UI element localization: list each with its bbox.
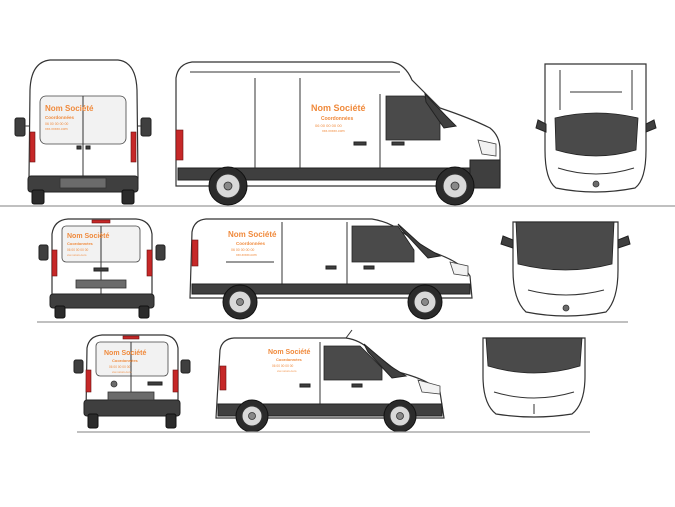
decal-phone: 06 00 00 00 00 <box>315 123 342 128</box>
headlight <box>477 139 497 157</box>
decal-phone: 06 00 00 00 00 <box>109 365 130 369</box>
decal-company: Nom Société <box>228 230 277 239</box>
decal-company: Nom Société <box>268 349 311 356</box>
small-van-rear-view: Nom Société Coordonnées 06 00 00 00 00 x… <box>73 334 191 429</box>
cab-window <box>323 345 383 381</box>
decal-web: xxx.xxxxx.com <box>112 370 132 374</box>
decal-phone: 06 00 00 00 00 <box>272 364 293 368</box>
medium-van-rear-view: Nom Société Coordonnées 06 00 00 00 00 x… <box>38 218 166 319</box>
right-mirror <box>140 117 152 137</box>
decal-web: xxx.xxxxx.com <box>45 127 68 131</box>
medium-van-side-view: Nom Société Coordonnées 06 00 00 00 00 x… <box>189 218 473 320</box>
decal-phone: 06 00 00 00 00 <box>67 248 88 252</box>
windshield <box>554 112 639 157</box>
decal-company: Nom Société <box>311 103 366 113</box>
small-van-side-view: Nom Société Coordonnées 06 00 00 00 00 x… <box>215 329 445 433</box>
rear-door-panel <box>95 341 169 377</box>
decal-company: Nom Société <box>67 233 110 240</box>
cab-window <box>385 95 441 141</box>
small-van-top-view <box>482 337 586 418</box>
decal-company: Nom Société <box>104 350 147 357</box>
decal-company: Nom Société <box>45 104 94 113</box>
decal-details: Coordonnées <box>276 357 303 362</box>
rear-light <box>175 129 184 161</box>
windshield <box>515 221 615 271</box>
medium-van-top-view <box>500 221 631 317</box>
side-strip <box>191 283 471 295</box>
cab-window <box>351 225 415 263</box>
large-van-top-view <box>535 63 657 193</box>
decal-details: Coordonnées <box>45 115 74 120</box>
decal-details: Coordonnées <box>112 358 139 363</box>
decal-phone: 06 00 00 00 00 <box>45 122 68 126</box>
large-van-side-view: Nom Société Coordonnées 06 00 00 00 00 x… <box>175 61 501 206</box>
decal-details: Coordonnées <box>236 241 265 246</box>
decal-details: Coordonnées <box>67 241 94 246</box>
decal-web: xxx.xxxxx.com <box>322 129 345 133</box>
decal-details: Coordonnées <box>321 116 353 122</box>
decal-web: xxx.xxxxx.com <box>236 253 257 257</box>
rear-light-left <box>29 131 36 163</box>
decal-web: xxx.xxxxx.com <box>277 369 297 373</box>
rear-light-right <box>130 131 137 163</box>
decal-web: xxx.xxxxx.com <box>67 253 87 257</box>
windshield <box>485 337 583 374</box>
plate-area <box>59 177 107 189</box>
large-van-rear-view: Nom Société Coordonnées 06 00 00 00 00 x… <box>14 59 152 205</box>
decal-phone: 06 00 00 00 00 <box>231 248 254 252</box>
left-mirror <box>14 117 26 137</box>
